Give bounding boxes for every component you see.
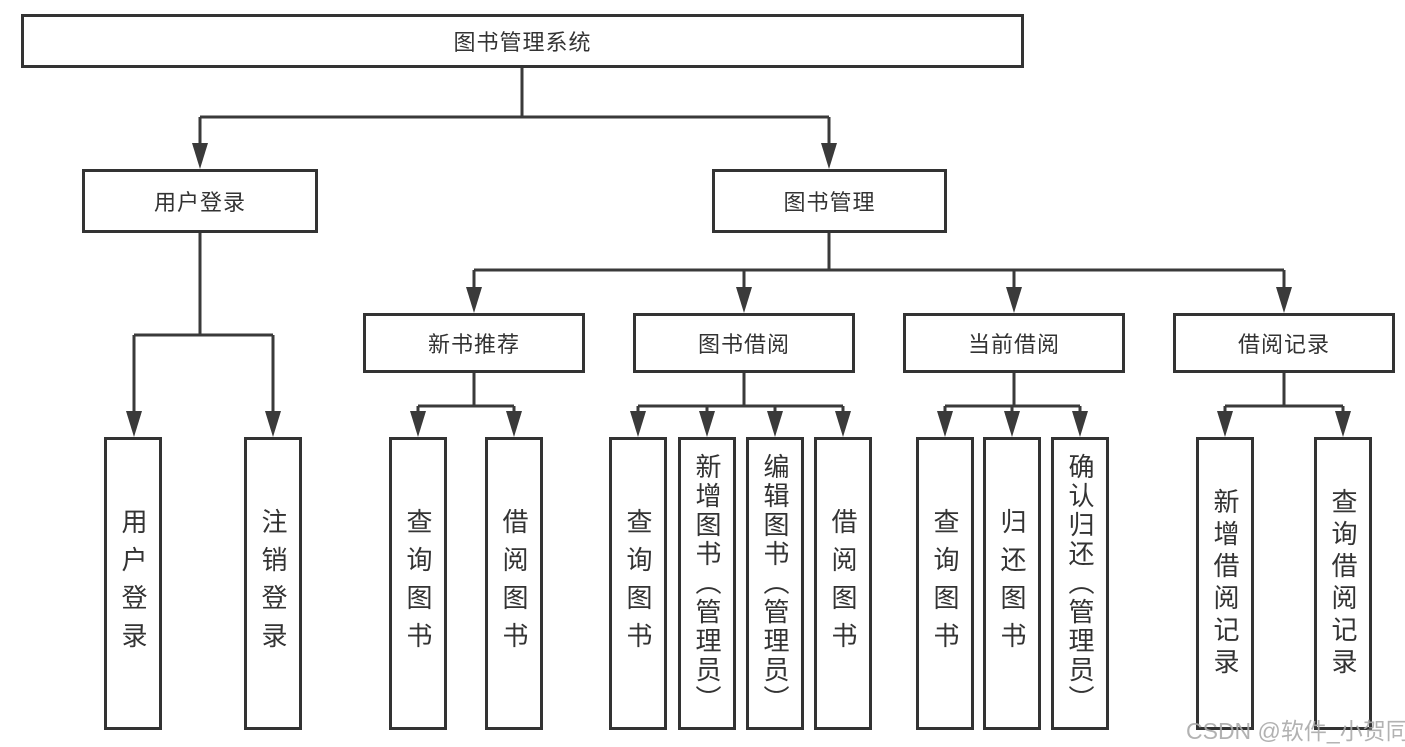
arrowheads [126, 143, 1351, 437]
node-leaf-records-query-record: 查询借阅记录 [1314, 437, 1372, 730]
node-leaf-current-query-books-label: 查询图书 [930, 507, 960, 660]
node-leaf-current-return-books-label: 归还图书 [997, 507, 1027, 660]
node-user-login: 用户登录 [82, 169, 318, 233]
node-leaf-records-query-record-label: 查询借阅记录 [1328, 487, 1358, 680]
node-leaf-newbook-borrow-books: 借阅图书 [485, 437, 543, 730]
node-leaf-borrow-add-books-admin-label: 新增图书（管理员） [692, 453, 722, 714]
node-current-borrow-label: 当前借阅 [967, 332, 1060, 357]
node-leaf-borrow-add-books-admin: 新增图书（管理员） [678, 437, 736, 730]
node-borrow-records: 借阅记录 [1173, 313, 1395, 373]
node-leaf-current-query-books: 查询图书 [916, 437, 974, 730]
node-leaf-borrow-edit-books-admin-label: 编辑图书（管理员） [760, 453, 790, 714]
node-current-borrow: 当前借阅 [903, 313, 1125, 373]
node-leaf-newbook-borrow-books-label: 借阅图书 [499, 507, 529, 660]
node-leaf-user-login-label: 用户登录 [118, 507, 148, 660]
node-book-management-label: 图书管理 [783, 190, 876, 215]
node-leaf-newbook-query-books: 查询图书 [389, 437, 447, 730]
node-book-borrow-label: 图书借阅 [697, 332, 790, 357]
node-book-management: 图书管理 [712, 169, 947, 233]
node-user-login-label: 用户登录 [153, 190, 246, 215]
node-leaf-logout-label: 注销登录 [258, 507, 288, 660]
node-leaf-borrow-borrow-books-label: 借阅图书 [828, 507, 858, 660]
node-leaf-user-login: 用户登录 [104, 437, 162, 730]
node-new-book-recommend: 新书推荐 [363, 313, 585, 373]
watermark: CSDN @软件_小贺同学 [1186, 718, 1405, 744]
node-leaf-records-add-record: 新增借阅记录 [1196, 437, 1254, 730]
node-borrow-records-label: 借阅记录 [1237, 332, 1330, 357]
node-leaf-borrow-borrow-books: 借阅图书 [814, 437, 872, 730]
node-root-label: 图书管理系统 [453, 30, 592, 55]
node-leaf-current-confirm-return-admin: 确认归还（管理员） [1051, 437, 1109, 730]
node-leaf-logout: 注销登录 [244, 437, 302, 730]
node-leaf-current-confirm-return-admin-label: 确认归还（管理员） [1065, 453, 1095, 714]
node-leaf-newbook-query-books-label: 查询图书 [403, 507, 433, 660]
node-new-book-recommend-label: 新书推荐 [427, 332, 520, 357]
node-leaf-borrow-edit-books-admin: 编辑图书（管理员） [746, 437, 804, 730]
node-leaf-borrow-query-books-label: 查询图书 [623, 507, 653, 660]
node-leaf-records-add-record-label: 新增借阅记录 [1210, 487, 1240, 680]
node-leaf-borrow-query-books: 查询图书 [609, 437, 667, 730]
node-root: 图书管理系统 [21, 14, 1024, 68]
node-leaf-current-return-books: 归还图书 [983, 437, 1041, 730]
node-book-borrow: 图书借阅 [633, 313, 855, 373]
